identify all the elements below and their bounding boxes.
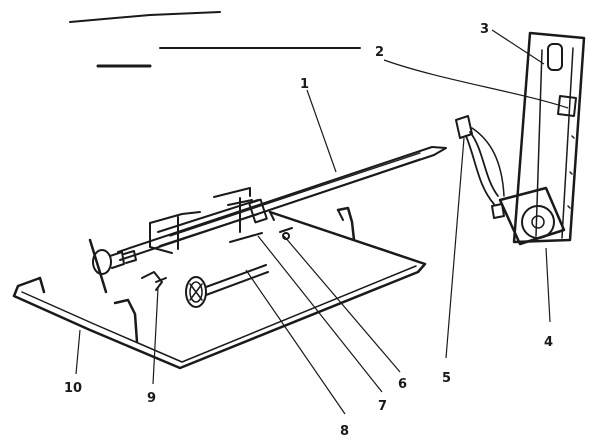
- mounting-bracket: [512, 31, 586, 244]
- callout-4: 4: [544, 335, 553, 350]
- spit-fork-assembly: [149, 187, 268, 254]
- rack-clip: [141, 271, 167, 291]
- callout-6: 6: [398, 377, 407, 392]
- callout-2: 2: [375, 45, 384, 60]
- callout-1: 1: [300, 77, 309, 92]
- header-rules: [69, 11, 361, 68]
- support-rack: [12, 206, 427, 370]
- callout-8: 8: [340, 424, 349, 439]
- callout-9: 9: [147, 391, 156, 406]
- fork-screw: [229, 232, 263, 243]
- callout-10: 10: [64, 381, 82, 396]
- callout-5: 5: [442, 371, 451, 386]
- thumb-screw: [279, 227, 293, 240]
- callout-labels: 1 2 3 4 5 6 7 8 9 10: [64, 22, 553, 439]
- spit-handle: [88, 238, 137, 294]
- balance-weight: [185, 264, 269, 308]
- leader-lines: [75, 29, 569, 415]
- wire-harness: [455, 115, 505, 205]
- rotisserie-motor: [491, 186, 566, 246]
- callout-3: 3: [480, 22, 489, 37]
- callout-7: 7: [378, 399, 387, 414]
